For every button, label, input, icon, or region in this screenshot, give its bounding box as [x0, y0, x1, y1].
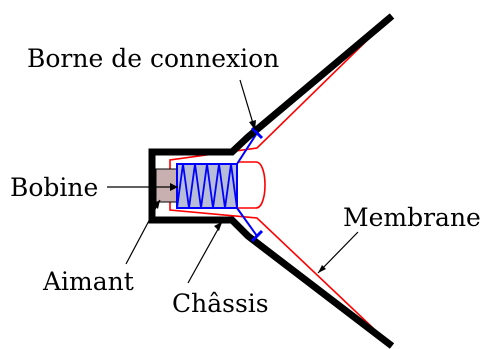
coil-winding: [176, 163, 238, 209]
arrowhead-magnet: [153, 200, 160, 209]
label-magnet: Aimant: [42, 267, 134, 296]
label-membrane: Membrane: [343, 203, 481, 232]
coil-body: [176, 163, 238, 209]
coil: [176, 132, 258, 237]
arrowhead-chassis: [214, 222, 222, 231]
arrowhead-membrane: [318, 265, 326, 273]
chassis: [148, 13, 395, 349]
membrane-dome: [238, 161, 266, 209]
coil-wire-bottom: [236, 207, 258, 237]
arrowhead-terminal: [249, 120, 256, 130]
terminal-bottom: [250, 229, 264, 243]
leader-chassis: [187, 221, 223, 284]
terminal-top: [250, 126, 264, 140]
coil-wire-top: [236, 132, 258, 165]
label-coil: Bobine: [10, 173, 98, 202]
label-chassis: Châssis: [172, 289, 269, 318]
leader-membrane: [317, 231, 359, 274]
label-terminal: Borne de connexion: [27, 44, 279, 73]
leader-magnet: [125, 199, 161, 265]
arrowhead-coil: [170, 183, 178, 191]
